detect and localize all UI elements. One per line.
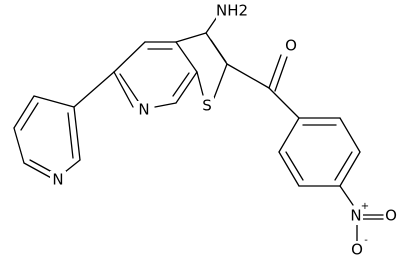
bond — [119, 73, 139, 102]
pyridine-nitrogen-label: N — [52, 171, 63, 189]
bond — [172, 72, 190, 97]
bond — [339, 185, 354, 206]
bond — [13, 127, 25, 164]
bond — [226, 63, 270, 89]
nitrophenyl-ring — [268, 87, 361, 187]
bond — [67, 112, 74, 159]
bond — [339, 117, 361, 153]
bond — [334, 151, 353, 181]
bond — [278, 151, 300, 187]
bond — [29, 159, 53, 173]
bond — [154, 102, 177, 108]
thiophene-sulfur-label: S — [202, 97, 212, 115]
carbonyl-oxygen-label: O — [285, 37, 297, 55]
bond — [196, 71, 204, 96]
nitro-oxygen-bottom-label: O — [351, 241, 363, 259]
bond — [113, 71, 134, 108]
bond — [268, 54, 282, 89]
nitro-positive-charge: + — [361, 201, 369, 212]
bond — [210, 39, 227, 63]
nitro-nitrogen-label: N — [350, 207, 361, 225]
fused-pyridine-nitrogen-label: N — [138, 101, 149, 119]
bond — [175, 41, 198, 73]
thiophene-ring — [175, 32, 228, 99]
bond — [175, 71, 198, 104]
bond — [33, 95, 75, 108]
bond — [268, 87, 300, 119]
bond — [73, 106, 81, 161]
bond — [13, 95, 35, 129]
bond — [213, 63, 228, 99]
fused-pyridine-ring — [113, 41, 198, 108]
bond — [20, 102, 39, 131]
bond — [339, 151, 361, 187]
bond — [113, 41, 146, 73]
bond — [205, 16, 218, 34]
bond — [278, 117, 300, 153]
bond — [23, 162, 56, 181]
nitro-group — [339, 185, 384, 243]
bond — [274, 56, 288, 92]
pyridinyl-ring — [13, 71, 115, 181]
carbonyl-group — [226, 54, 288, 92]
bond — [285, 151, 304, 181]
amino-label: NH2 — [216, 2, 248, 20]
bond — [73, 71, 115, 108]
nitro-oxygen-right-label: O — [385, 207, 397, 225]
nitro-negative-charge: - — [364, 235, 368, 246]
bond — [175, 32, 207, 43]
